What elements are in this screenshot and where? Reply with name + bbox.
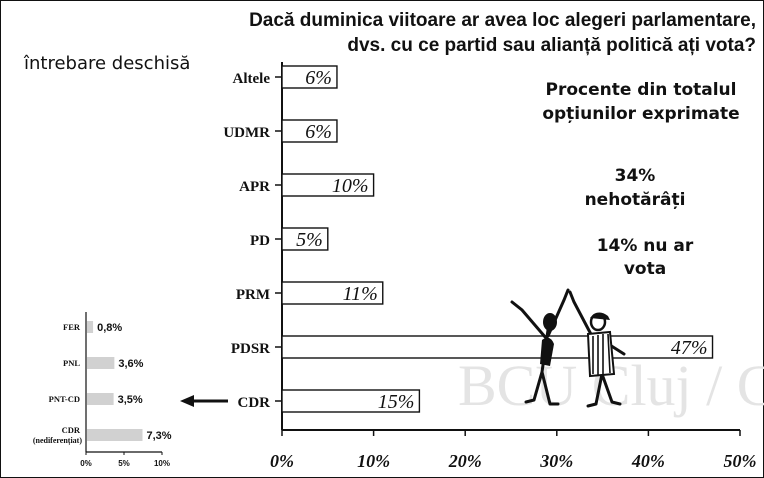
bar-data-label: 47% <box>671 337 708 359</box>
cheering-figures-illustration <box>510 288 626 408</box>
category-label: CDR <box>238 395 271 411</box>
inset-x-tick-label: 10% <box>154 459 170 468</box>
inset-bar-data-label: 3,6% <box>118 358 143 370</box>
nonvoters-line-1: 14% nu ar <box>596 236 694 256</box>
inset-bar-data-label: 3,5% <box>118 394 143 406</box>
category-label: PRM <box>236 287 270 303</box>
undecided-percent: 34% <box>614 166 656 186</box>
chart-title-line-2: dvs. cu ce partid sau alianță politică a… <box>347 35 756 56</box>
bar-data-label: 6% <box>305 67 332 89</box>
inset-category-label: CDR <box>62 425 81 435</box>
bar <box>281 227 329 251</box>
bar-data-label: 11% <box>343 283 378 305</box>
x-tick-label: 20% <box>448 451 482 471</box>
x-tick-label: 30% <box>539 451 573 471</box>
inset-bar-data-label: 0,8% <box>97 322 122 334</box>
category-label: PD <box>250 233 270 249</box>
open-question-note: întrebare deschisă <box>24 53 191 74</box>
undecided-label: nehotărâți <box>584 190 686 210</box>
subtitle-line-1: Procente din totalul <box>545 80 737 100</box>
x-tick-label: 10% <box>357 451 390 471</box>
bar-data-label: 6% <box>305 121 332 143</box>
x-tick-label: 50% <box>724 451 757 471</box>
x-tick-label: 40% <box>631 451 665 471</box>
inset-x-tick-label: 5% <box>118 459 130 468</box>
category-label: UDMR <box>223 125 270 141</box>
inset-bar <box>87 393 114 405</box>
inset-bar <box>87 321 94 333</box>
inset-bar-data-label: 7,3% <box>146 430 171 442</box>
inset-category-label: PNT-CD <box>49 394 80 404</box>
category-label: PDSR <box>231 341 270 357</box>
bar-data-label: 10% <box>332 175 369 197</box>
inset-bar <box>87 429 143 441</box>
bar <box>281 65 338 89</box>
inset-category-sublabel: (nediferențiat) <box>33 436 83 445</box>
inset-bar <box>87 357 115 369</box>
cdr-arrow-head <box>180 395 194 407</box>
nonvoters-line-2: vota <box>623 259 667 279</box>
bar <box>281 119 338 143</box>
subtitle-line-2: opțiunilor exprimate <box>542 104 740 124</box>
bar <box>281 389 421 413</box>
bar-data-label: 15% <box>378 391 415 413</box>
chart-title-line-1: Dacă duminica viitoare ar avea loc alege… <box>249 10 756 31</box>
bar-data-label: 5% <box>296 229 323 251</box>
x-tick-label: 0% <box>270 451 294 471</box>
category-label: APR <box>239 179 270 195</box>
bar <box>281 173 375 197</box>
inset-category-label: PNL <box>63 358 80 368</box>
bar <box>281 281 384 305</box>
category-label: Altele <box>233 71 271 87</box>
inset-category-label: FER <box>63 322 81 332</box>
inset-x-tick-label: 0% <box>80 459 92 468</box>
